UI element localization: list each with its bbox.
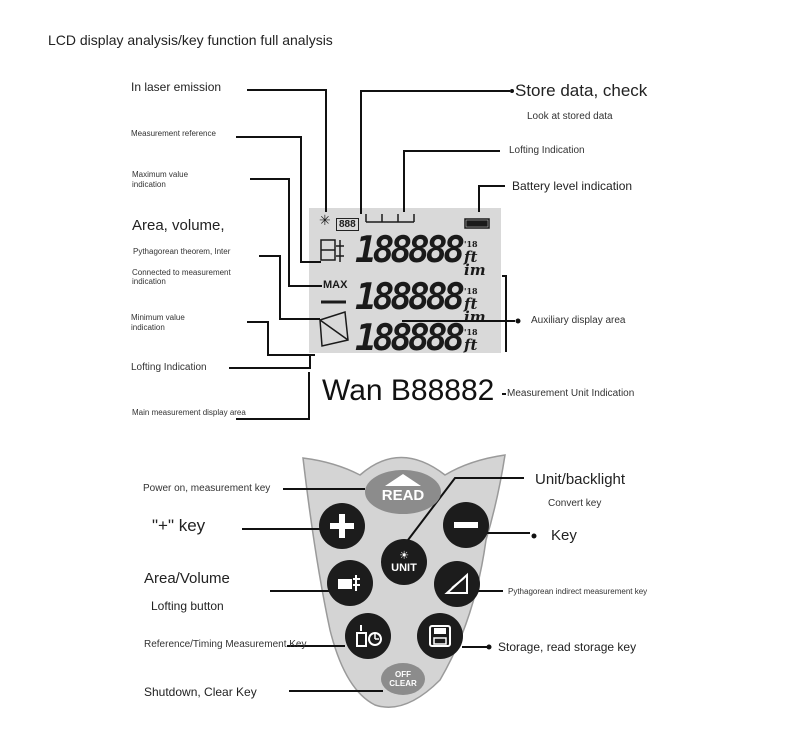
- unit-key[interactable]: ☀ UNIT: [381, 539, 427, 585]
- label-area-volume-key: Area/Volume: [144, 570, 230, 587]
- clear-label: CLEAR: [389, 679, 417, 688]
- storage-key[interactable]: [417, 613, 463, 659]
- label-storage-key: Storage, read storage key: [498, 640, 637, 654]
- label-area-volume: Area, volume,: [132, 217, 225, 234]
- read-key[interactable]: READ: [365, 470, 441, 514]
- digits-row-2: 188888: [355, 277, 465, 318]
- pythagorean-icon: [319, 311, 349, 347]
- lofting-icon: [336, 240, 344, 262]
- label-plus-key: "+" key: [152, 516, 206, 535]
- pythagorean-key[interactable]: [434, 561, 480, 607]
- plus-key[interactable]: [319, 503, 365, 549]
- label-look-stored: Look at stored data: [527, 111, 613, 122]
- label-max-value: Maximum value indication: [132, 170, 189, 189]
- unit-key-label: UNIT: [391, 561, 417, 574]
- label-reference: Measurement reference: [131, 129, 216, 138]
- label-lofting-right: Lofting Indication: [509, 145, 585, 156]
- lcd-icons: [319, 214, 490, 347]
- overlay-text: Wan B88882: [322, 374, 495, 407]
- area-volume-key[interactable]: [327, 560, 373, 606]
- page-title: LCD display analysis/key function full a…: [48, 32, 333, 48]
- overlay-box: Wan B88882: [312, 362, 502, 422]
- lcd-display: [309, 208, 501, 353]
- label-laser: In laser emission: [131, 80, 222, 94]
- floppy-disk-icon: [429, 625, 451, 647]
- label-reference-timing: Reference/Timing Measurement Key: [144, 639, 307, 650]
- label-pythagorean-key: Pythagorean indirect measurement key: [508, 587, 648, 596]
- lofting-scale-icon: [365, 214, 415, 223]
- plus-icon: [330, 514, 354, 538]
- area-volume-icon: [338, 575, 360, 591]
- battery-icon: [464, 218, 490, 229]
- label-store-data: Store data, check: [515, 81, 648, 100]
- minus-key[interactable]: [443, 502, 489, 548]
- label-pythagorean: Pythagorean theorem, Inter: [133, 247, 231, 256]
- label-power-key: Power on, measurement key: [143, 483, 271, 494]
- label-unit-backlight: Unit/backlight: [535, 471, 626, 488]
- label-lofting: Lofting Indication: [131, 362, 207, 373]
- label-minus-key: Key: [551, 527, 577, 544]
- label-lofting-button: Lofting button: [151, 599, 224, 613]
- max-indicator: MAX: [323, 279, 348, 291]
- label-aux-area: Auxiliary display area: [531, 315, 626, 326]
- arrow-up-icon: [385, 474, 421, 486]
- reference-timing-icon: [356, 625, 382, 647]
- label-unit-indication: Measurement Unit Indication: [507, 388, 635, 399]
- backlight-icon: ☀: [399, 549, 409, 562]
- label-connected: Connected to measurement indication: [132, 268, 231, 286]
- digits-row-1: 188888: [355, 230, 465, 271]
- minus-icon: [454, 522, 478, 528]
- off-clear-key[interactable]: OFF CLEAR: [381, 663, 425, 695]
- off-label: OFF: [395, 670, 411, 679]
- memory-indicator: 888: [336, 218, 359, 231]
- pythagorean-icon: [444, 572, 468, 594]
- label-main-area: Main measurement display area: [132, 408, 246, 417]
- label-shutdown: Shutdown, Clear Key: [144, 685, 257, 699]
- read-key-label: READ: [381, 487, 425, 504]
- reference-timing-key[interactable]: [345, 613, 391, 659]
- laser-icon: ✳: [319, 212, 331, 228]
- label-battery: Battery level indication: [512, 179, 633, 193]
- label-convert-key: Convert key: [548, 498, 602, 509]
- label-min-value: Minimum value indication: [131, 313, 185, 332]
- digits-row-3: 188888: [355, 318, 465, 359]
